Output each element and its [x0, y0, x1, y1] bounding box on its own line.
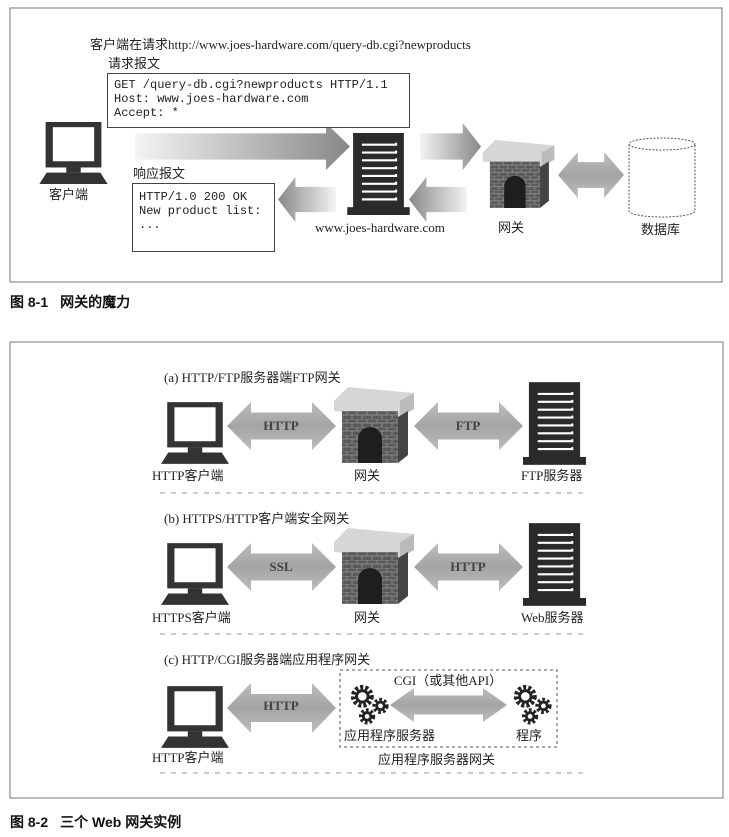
figure2-number: 图 8-2 [10, 814, 49, 830]
panel-b-gateway-label: 网关 [354, 610, 381, 625]
request-header-accept: Accept: * [114, 106, 179, 120]
http-arrow-c [227, 683, 336, 733]
app-server-label: 应用程序服务器 [344, 728, 436, 743]
panel-c-client-label: HTTP客户端 [152, 750, 224, 765]
figure1-title: 网关的魔力 [60, 294, 131, 310]
https-client-monitor-icon [161, 543, 229, 605]
request-header-host: Host: www.joes-hardware.com [114, 92, 309, 106]
app-server-gateway-label: 应用程序服务器网关 [378, 752, 496, 767]
panel-a-left-protocol: HTTP [263, 418, 299, 433]
database-icon [628, 137, 696, 218]
panel-b-client-label: HTTPS客户端 [152, 610, 231, 625]
panel-c-title: (c) HTTP/CGI服务器端应用程序网关 [164, 652, 371, 667]
gateway-database-arrow [558, 152, 624, 198]
database-label: 数据库 [641, 222, 681, 237]
response-message-box: HTTP/1.0 200 OK New product list: ... [132, 183, 275, 252]
gateway-icon [482, 140, 555, 208]
panel-b-right-protocol: HTTP [450, 559, 486, 574]
ftp-server-icon [523, 382, 586, 465]
response-message-label: 响应报文 [133, 166, 186, 181]
web-server-icon-b [523, 523, 586, 606]
app-server-gears-icon [354, 688, 386, 722]
panel-b-title: (b) HTTPS/HTTP客户端安全网关 [164, 511, 350, 526]
response-status-line: HTTP/1.0 200 OK [139, 190, 248, 204]
response-ellipsis: ... [139, 218, 161, 232]
http-client-monitor-icon-c [161, 686, 229, 748]
panel-a-server-label: FTP服务器 [521, 468, 583, 483]
request-url-caption: 客户端在请求http://www.joes-hardware.com/query… [90, 37, 471, 52]
http-arrow-a [227, 402, 336, 450]
response-body-line: New product list: [139, 204, 262, 218]
program-label: 程序 [516, 728, 543, 743]
figure2-caption: 图 8-2 三个 Web 网关实例 [10, 812, 193, 832]
server-label: www.joes-hardware.com [315, 220, 445, 235]
figure2-frame [9, 341, 724, 799]
response-arrow-to-client [278, 177, 336, 222]
figure1-number: 图 8-1 [10, 294, 49, 310]
http-client-monitor-icon [161, 402, 229, 464]
panel-a-gateway-label: 网关 [354, 468, 381, 483]
panel-c-protocol: HTTP [263, 698, 299, 713]
panel-a-right-protocol: FTP [455, 418, 481, 433]
client-label: 客户端 [49, 187, 89, 202]
app-server-gateway-group [339, 669, 558, 748]
gateway-icon-b [334, 528, 414, 604]
panel-a-client-label: HTTP客户端 [152, 468, 224, 483]
request-arrow-to-server [135, 123, 350, 170]
request-message-label: 请求报文 [108, 56, 161, 71]
cgi-arrow [390, 688, 507, 722]
client-monitor-icon [39, 122, 108, 184]
panel-b-left-protocol: SSL [269, 559, 293, 574]
ssl-arrow-b [227, 543, 336, 591]
web-server-icon [346, 133, 411, 215]
figure1-frame [9, 7, 723, 283]
http-arrow-b [414, 543, 523, 591]
figure2-title: 三个 Web 网关实例 [60, 814, 182, 830]
gateway-icon-a [334, 387, 414, 463]
ftp-arrow-a [414, 402, 523, 450]
panel-b-server-label: Web服务器 [521, 610, 584, 625]
gateway-label: 网关 [498, 220, 525, 235]
panel-a-title: (a) HTTP/FTP服务器端FTP网关 [164, 370, 341, 385]
figure1-caption: 图 8-1 网关的魔力 [10, 292, 142, 312]
cgi-api-label: CGI（或其他API） [393, 673, 503, 688]
request-line: GET /query-db.cgi?newproducts HTTP/1.1 [114, 78, 388, 92]
response-arrow-from-gateway [409, 177, 467, 222]
request-message-box: GET /query-db.cgi?newproducts HTTP/1.1 H… [107, 73, 410, 128]
request-arrow-to-gateway [420, 123, 481, 170]
program-gears-icon [517, 688, 549, 722]
